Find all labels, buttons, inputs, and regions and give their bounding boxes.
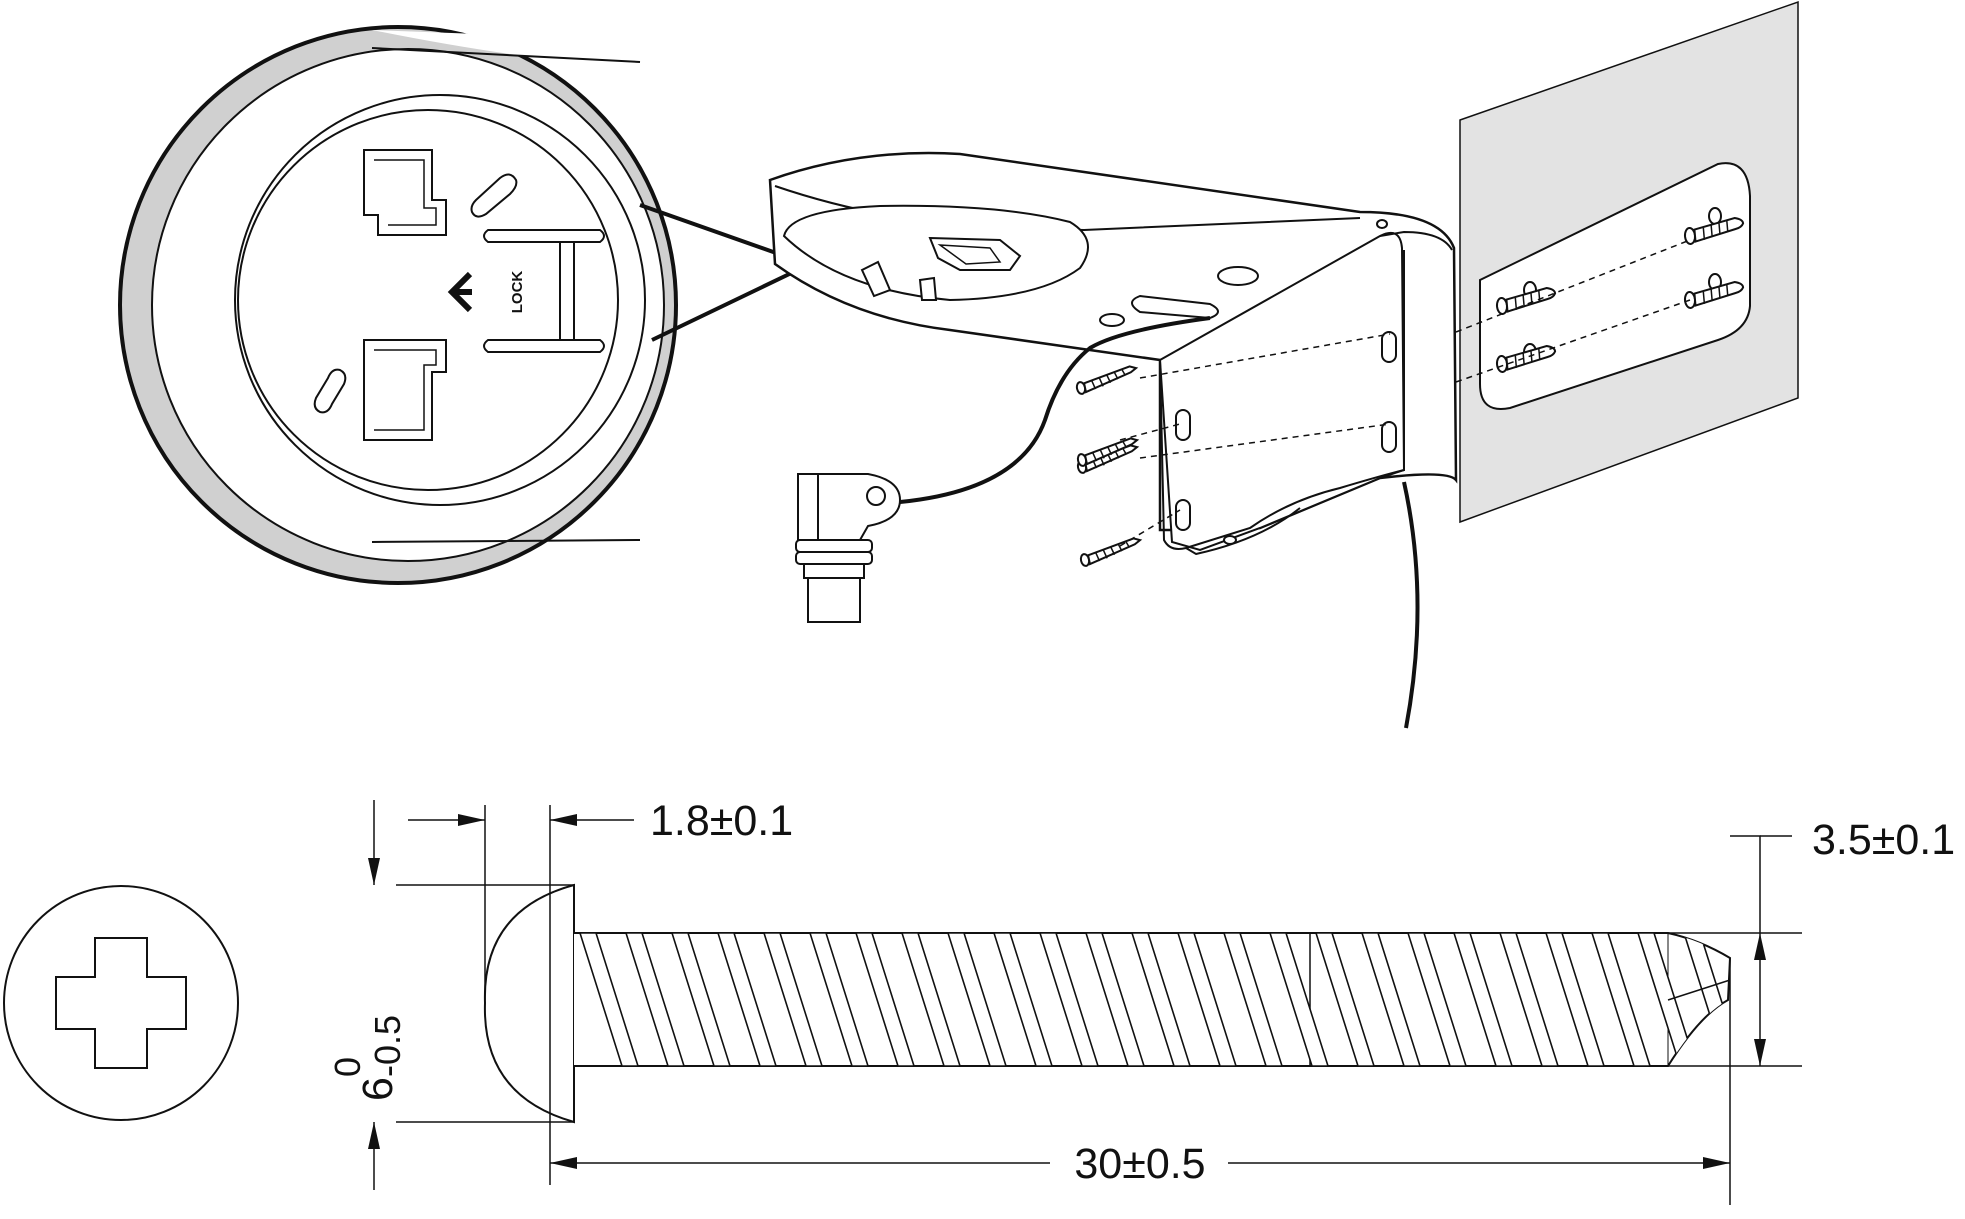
wall-bracket [768, 151, 1458, 556]
thread-flank [1222, 933, 1284, 1066]
thread-flank [1498, 933, 1560, 1066]
thread-flank [716, 933, 778, 1066]
thread-flank [1452, 933, 1514, 1066]
dim-head-thickness: 1.8±0.1 [650, 797, 793, 845]
thread-flank [1130, 933, 1192, 1066]
thread-flank [1360, 933, 1422, 1066]
screw-side-view [483, 883, 1732, 1124]
dim-shank-diameter: 3.5±0.1 [1812, 816, 1955, 864]
dimension-arrowheads [368, 814, 1766, 1169]
thread-flank [808, 933, 870, 1066]
thread-flank [992, 933, 1054, 1066]
callout-mount-plate [234, 94, 646, 506]
screw-threads [578, 933, 1730, 1066]
thread-flank [1406, 933, 1468, 1066]
thread-flank [670, 933, 732, 1066]
svg-text:6: 6 [354, 1077, 402, 1101]
thread-flank [1084, 933, 1146, 1066]
bayonet-tab-upper [363, 149, 447, 236]
thread-flank [762, 933, 824, 1066]
thread-flank [1314, 933, 1376, 1066]
wall-surface [1459, 0, 1799, 524]
dim-head-diameter: 6 0 -0.5 [327, 1015, 408, 1101]
screw-head-front-view [3, 885, 239, 1121]
lock-label: LOCK [509, 271, 526, 314]
detail-callout: LOCK [118, 25, 678, 585]
thread-flank [1544, 933, 1606, 1066]
alignment-dashed-lines [1119, 239, 1691, 547]
svg-text:0: 0 [327, 1057, 368, 1077]
dim-total-length: 30±0.5 [1074, 1140, 1205, 1188]
phillips-cross-icon [55, 937, 187, 1069]
thread-flank [854, 933, 916, 1066]
svg-text:-0.5: -0.5 [367, 1015, 408, 1077]
thread-flank [1038, 933, 1100, 1066]
thread-flank [1268, 933, 1330, 1066]
thread-flank [900, 933, 962, 1066]
thread-flank [1176, 933, 1238, 1066]
thread-flank [1636, 933, 1698, 1066]
thread-flank [1590, 933, 1652, 1066]
thread-flank [624, 933, 686, 1066]
cable-connector [795, 473, 902, 623]
thread-flank [946, 933, 1008, 1066]
power-cable [865, 316, 1420, 729]
lock-arrow-icon [447, 271, 473, 313]
callout-inner-face [151, 48, 665, 562]
mounting-screws [1073, 364, 1144, 568]
thread-flank [578, 933, 640, 1066]
